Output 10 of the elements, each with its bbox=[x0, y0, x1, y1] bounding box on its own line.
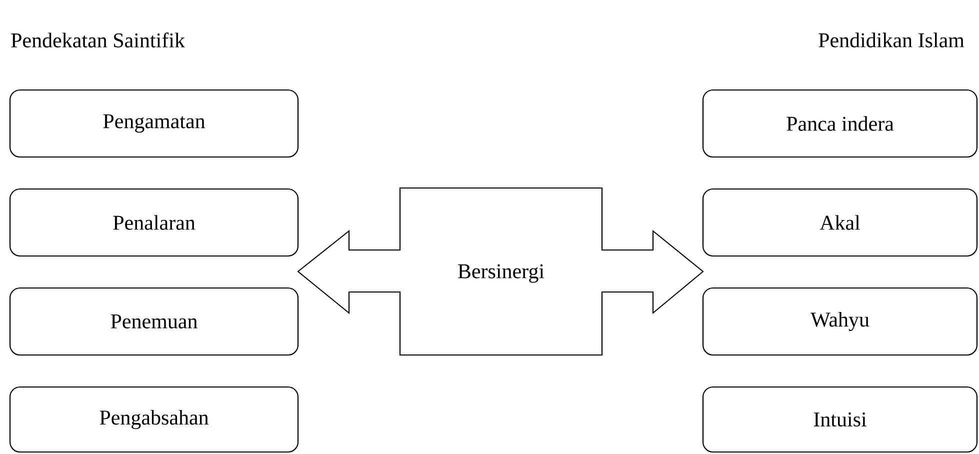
rounded-box: Panca indera bbox=[702, 89, 978, 158]
rounded-box: Penemuan bbox=[9, 287, 299, 356]
rounded-box: Intuisi bbox=[702, 386, 978, 453]
rounded-box: Pengabsahan bbox=[9, 386, 299, 453]
rounded-box: Pengamatan bbox=[9, 89, 299, 158]
rounded-box: Penalaran bbox=[9, 188, 299, 257]
rounded-box: Wahyu bbox=[702, 287, 978, 356]
rounded-box: Akal bbox=[702, 188, 978, 257]
column-heading: Pendekatan Saintifik bbox=[11, 32, 185, 48]
column-heading: Pendidikan Islam bbox=[818, 32, 964, 48]
